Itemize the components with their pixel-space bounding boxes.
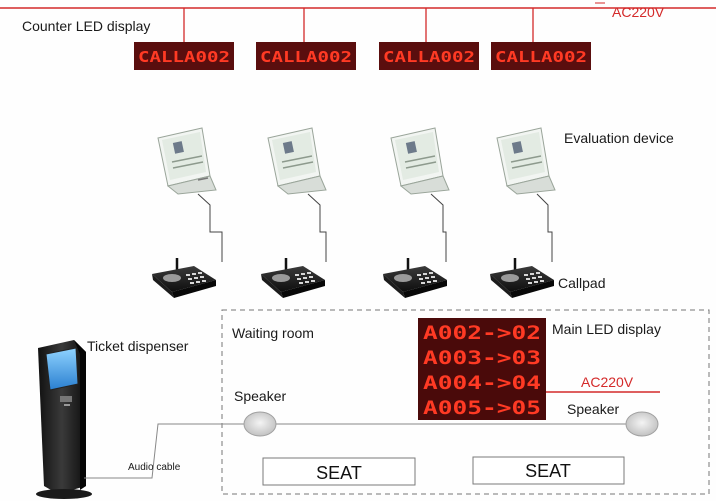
main-led-display-label: Main LED display: [552, 321, 661, 337]
counter-led-display-3: CALLA002: [379, 42, 479, 70]
ticket-dispenser-label: Ticket dispenser: [87, 338, 189, 354]
waiting-room-label: Waiting room: [232, 325, 314, 341]
audio-cable-label: Audio cable: [128, 462, 181, 473]
speaker-left-label: Speaker: [234, 388, 286, 404]
audio-cable: [84, 423, 628, 479]
evaluation-callpad-wires: [197, 193, 553, 262]
callpad-icon: [261, 258, 325, 298]
evaluation-device-icon: [390, 127, 450, 195]
counter-led-text-3: CALLA002: [383, 48, 475, 66]
evaluation-device-icon: [157, 127, 217, 195]
ac220v-top-label: AC220V: [612, 4, 665, 20]
evaluation-device-icon: [496, 127, 556, 195]
counter-led-text-4: CALLA002: [495, 48, 587, 66]
main-led-line-4: A005->05: [423, 397, 541, 419]
main-led-display: A002->02 A003->03 A004->04 A005->05: [418, 318, 546, 420]
counter-led-text-2: CALLA002: [260, 48, 352, 66]
callpad-icon: [490, 258, 554, 298]
ac-power-bus-top: [0, 2, 716, 42]
ticket-kiosk-icon: [36, 340, 92, 499]
seat-left: SEAT: [262, 457, 416, 486]
main-led-line-2: A003->03: [423, 347, 541, 369]
counter-led-text-1: CALLA002: [138, 48, 230, 66]
callpad-label: Callpad: [558, 275, 605, 291]
evaluation-device-label: Evaluation device: [564, 130, 674, 146]
speaker-right-label: Speaker: [567, 401, 619, 417]
callpad-icon: [383, 258, 447, 298]
ac220v-bottom-label: AC220V: [581, 374, 634, 390]
callpad-icon: [152, 258, 216, 298]
seat-left-label: SEAT: [316, 463, 362, 483]
main-led-line-1: A002->02: [423, 322, 541, 344]
main-led-line-3: A004->04: [423, 372, 541, 394]
evaluation-device-icon: [267, 127, 327, 195]
counter-led-display-2: CALLA002: [256, 42, 356, 70]
seat-right: SEAT: [472, 456, 625, 485]
speaker-icon: [625, 411, 659, 437]
speaker-icon: [243, 411, 277, 437]
counter-led-display-label: Counter LED display: [22, 18, 150, 34]
counter-led-display-4: CALLA002: [491, 42, 591, 70]
seat-right-label: SEAT: [525, 461, 571, 481]
waiting-room-boundary: [221, 309, 710, 495]
counter-led-display-1: CALLA002: [134, 42, 234, 70]
